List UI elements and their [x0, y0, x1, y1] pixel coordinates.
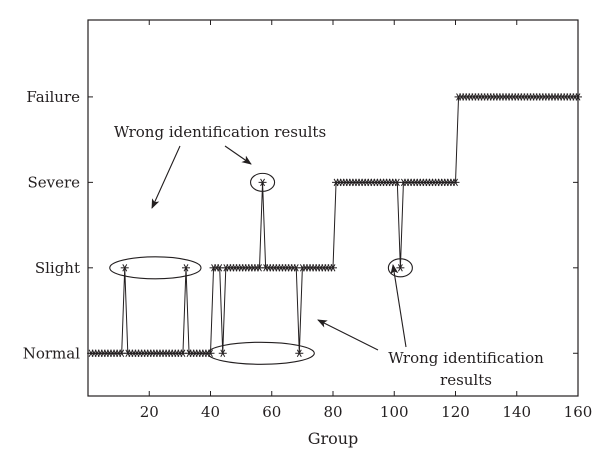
x-axis: 20 40 60 80 100 120 140 160	[140, 20, 593, 421]
annotation-top: Wrong identification results	[114, 123, 326, 209]
data-point	[120, 264, 129, 272]
marker-stroke	[220, 349, 226, 357]
annotation-bottom-line-2: results	[440, 371, 492, 389]
y-axis: Normal Slight Severe Failure	[23, 88, 578, 362]
marker-stroke	[180, 349, 186, 357]
marker-stroke	[397, 264, 403, 272]
highlight-ellipse	[109, 256, 202, 280]
y-tick-label: Slight	[35, 259, 80, 277]
data-series	[87, 93, 582, 357]
marker-stroke	[293, 264, 299, 272]
x-tick-label: 100	[380, 403, 409, 421]
marker-stroke	[394, 178, 400, 187]
marker-stroke	[217, 264, 223, 272]
data-point	[295, 349, 304, 357]
x-tick-label: 60	[262, 403, 281, 421]
marker-stroke	[453, 178, 458, 187]
annotation-bottom-arrow-1	[317, 319, 379, 351]
x-tick-label: 40	[201, 403, 220, 421]
annotation-top-arrow-1	[151, 145, 181, 209]
marker-stroke	[257, 264, 262, 272]
x-tick-label: 140	[502, 403, 531, 421]
x-tick-label: 120	[441, 403, 470, 421]
marker-stroke	[122, 264, 128, 272]
data-point	[451, 178, 460, 187]
marker-stroke	[119, 349, 125, 357]
data-point	[182, 264, 190, 272]
marker-stroke	[183, 264, 189, 272]
data-point	[574, 93, 582, 101]
annotation-bottom: Wrong identification results	[317, 264, 544, 389]
marker-stroke	[330, 264, 336, 272]
x-tick-label: 80	[323, 403, 342, 421]
annotation-bottom-line-1: Wrong identification	[388, 349, 544, 367]
plot-frame	[87, 19, 579, 397]
data-point	[258, 178, 267, 187]
data-point	[329, 264, 337, 272]
annotation-bottom-arrow-2	[390, 264, 407, 348]
highlight-ellipse	[207, 341, 315, 365]
y-tick-label: Failure	[26, 88, 80, 106]
x-tick-label: 20	[140, 403, 159, 421]
marker-stroke	[260, 178, 265, 187]
marker-stroke	[296, 349, 302, 357]
annotation-top-arrow-2	[224, 145, 252, 165]
y-tick-label: Normal	[23, 344, 80, 362]
x-tick-label: 160	[564, 403, 593, 421]
data-point	[218, 349, 227, 357]
highlight-ellipse	[250, 172, 276, 192]
y-tick-label: Severe	[27, 173, 80, 191]
misidentification-highlights	[109, 172, 413, 365]
x-axis-title: Group	[308, 429, 359, 448]
marker-stroke	[575, 93, 581, 101]
annotation-top-line-1: Wrong identification results	[114, 123, 326, 141]
highlight-ellipse	[387, 258, 413, 278]
